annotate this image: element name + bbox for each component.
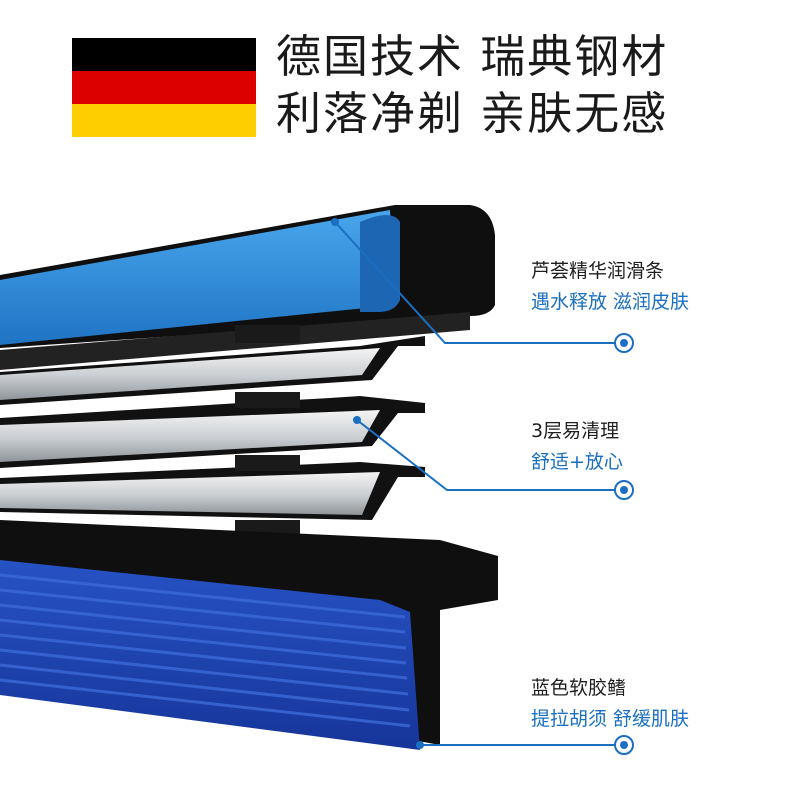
flag-stripe-red	[72, 71, 256, 104]
headline-line-2: 利落净剃 亲肤无感	[276, 87, 669, 140]
callout-lubricating-strip: 芦荟精华润滑条 遇水释放 滋润皮肤	[531, 258, 771, 316]
lubricating-strip	[0, 205, 495, 370]
callout-title: 蓝色软胶鳍	[531, 677, 627, 699]
callout-subtitle: 遇水释放 滋润皮肤	[531, 291, 690, 313]
rubber-fins	[0, 520, 498, 750]
flag-stripe-gold	[72, 104, 256, 137]
flag-stripe-black	[72, 38, 256, 71]
blade-stack	[0, 325, 425, 538]
callout-title: 芦荟精华润滑条	[531, 260, 665, 282]
callout-subtitle: 提拉胡须 舒缓肌肤	[531, 708, 690, 730]
callout-blade-layers: 3层易清理 舒适+放心	[531, 418, 771, 476]
callout-target-icons	[614, 333, 634, 755]
callout-subtitle: 舒适+放心	[531, 451, 623, 473]
callout-rubber-fins: 蓝色软胶鳍 提拉胡须 舒缓肌肤	[531, 675, 771, 733]
callout-leader-lines	[334, 221, 620, 746]
headline-line-1: 德国技术 瑞典钢材	[276, 30, 669, 83]
callout-title: 3层易清理	[531, 420, 620, 442]
headline: 德国技术 瑞典钢材 利落净剃 亲肤无感	[276, 28, 776, 142]
german-flag	[72, 38, 256, 137]
callout-anchor-dots	[331, 218, 424, 749]
